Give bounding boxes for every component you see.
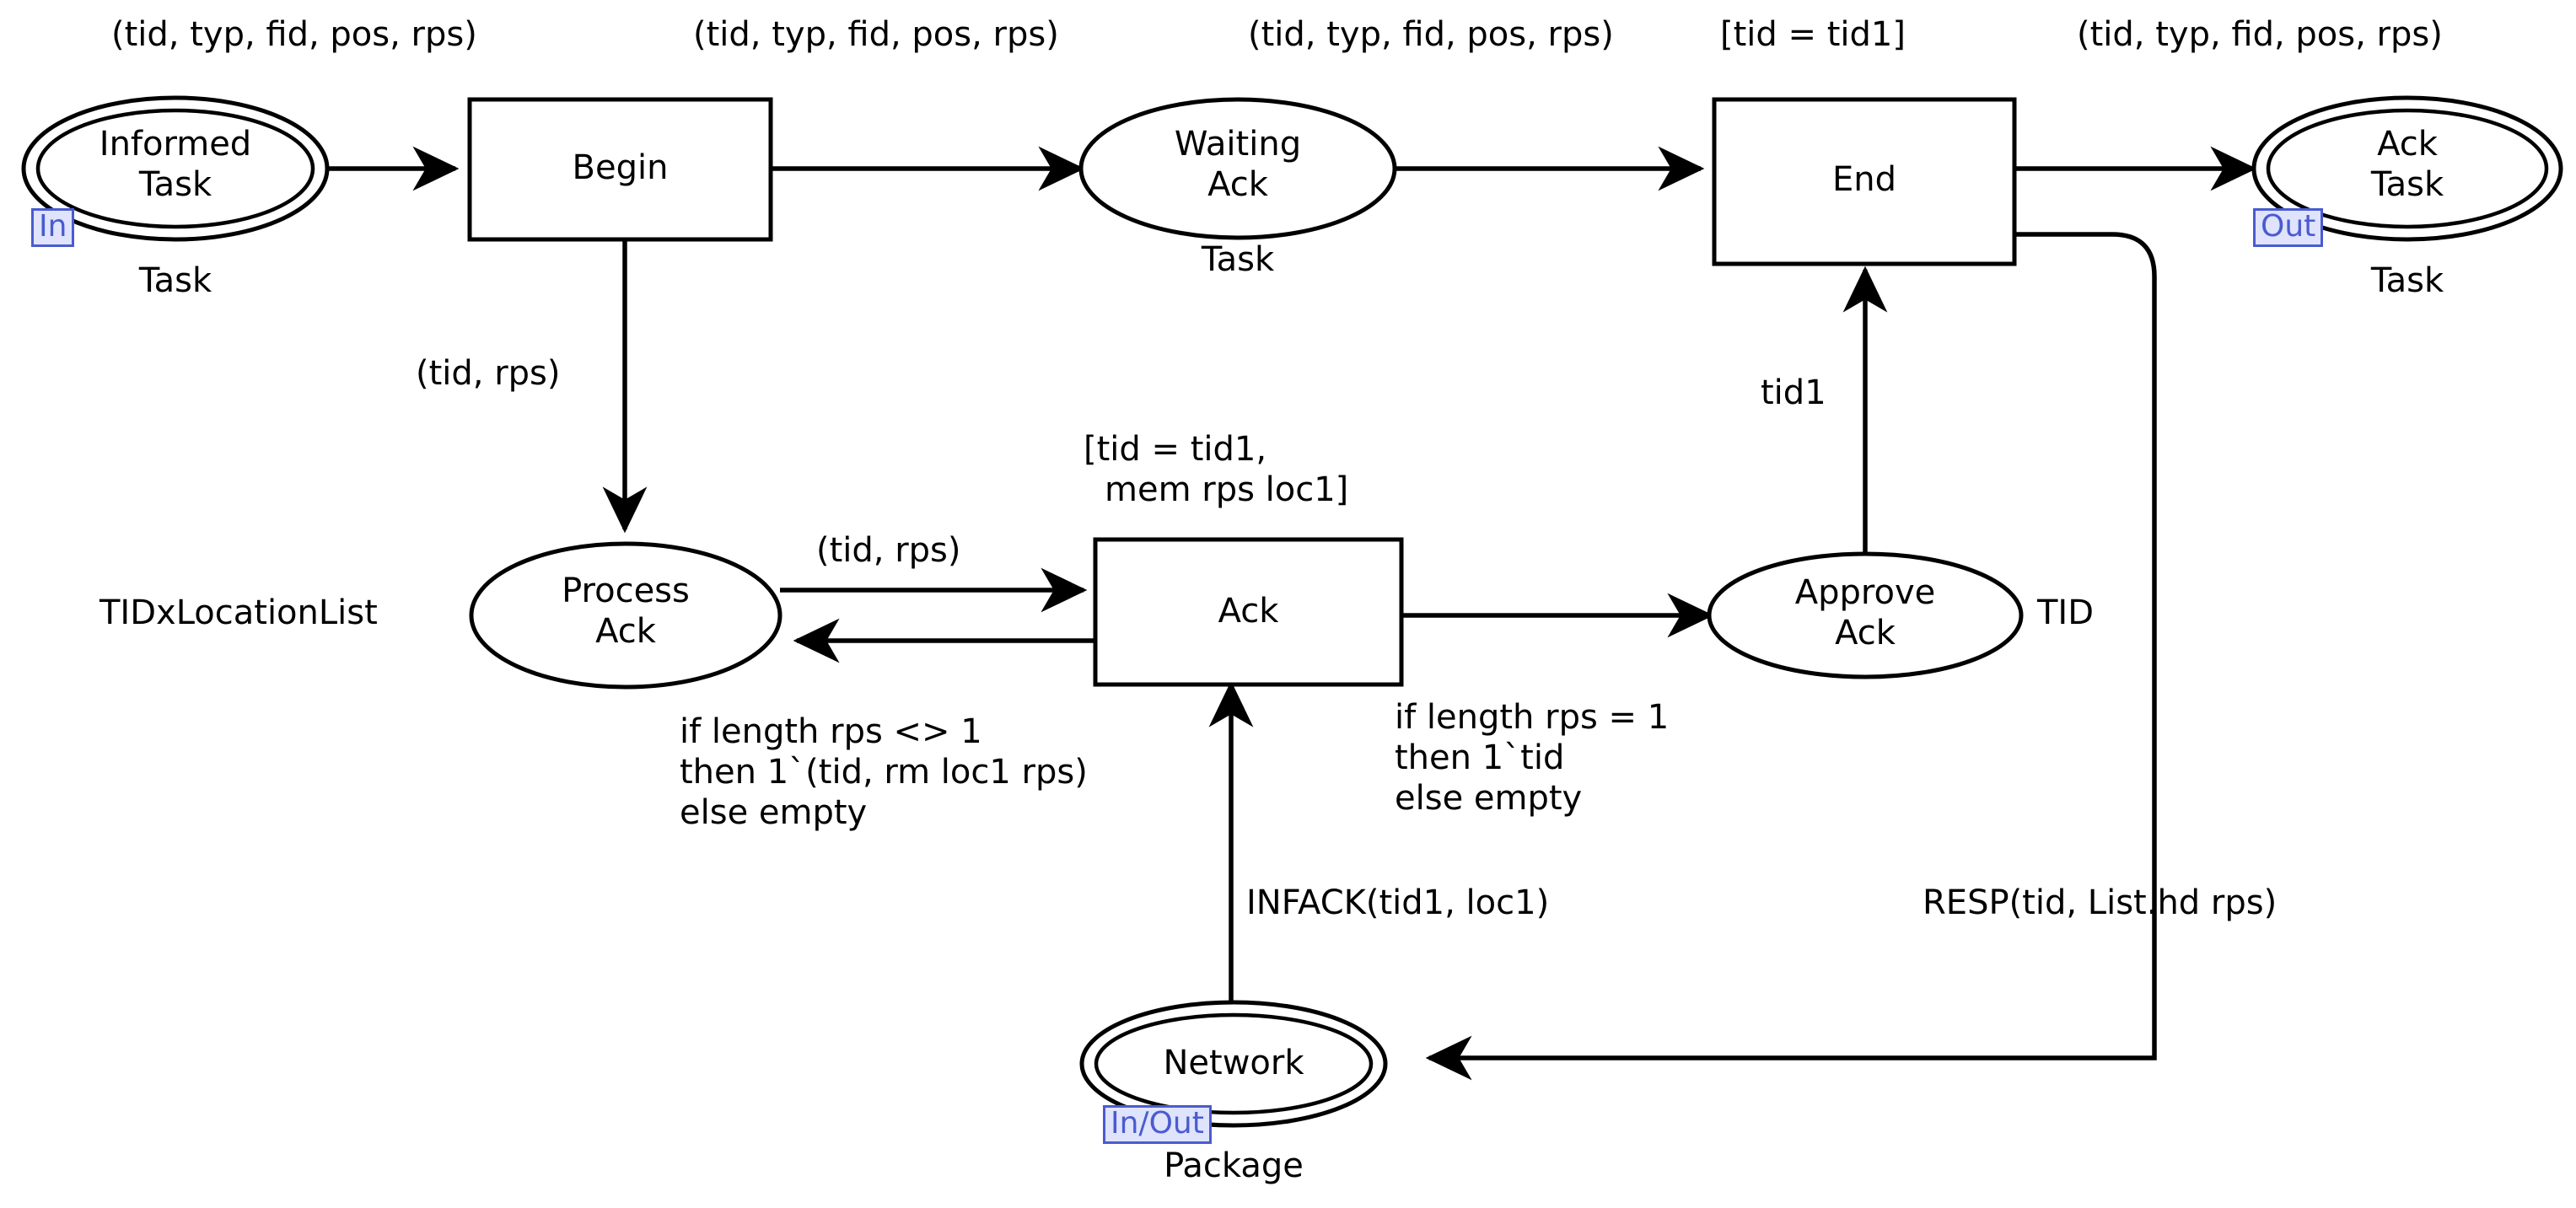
inscription-ack-to-processack-line1: if length rps <> 1 [680,712,982,751]
inscription-ack-to-processack-line2: then 1`(tid, rm loc1 rps) [680,753,1088,792]
place-waiting-ack-label-line1: Waiting [1174,125,1302,164]
inscription-ack-to-approveack-line3: else empty [1395,779,1583,818]
place-approve-ack-label-line2: Ack [1835,614,1896,652]
inscription-end-to-acktask: (tid, typ, fid, pos, rps) [2077,15,2443,54]
colourset-approve-ack: TID [2037,593,2095,632]
guard-ack-line1: [tid = tid1, [1084,430,1267,469]
inscription-informed-to-begin: (tid, typ, fid, pos, rps) [111,15,477,54]
inscription-end-to-network: RESP(tid, List.hd rps) [1923,883,2278,922]
place-process-ack-label-line2: Ack [595,612,656,651]
place-ack-task-label-line1: Ack [2377,125,2438,164]
place-process-ack[interactable] [469,541,782,690]
transition-ack-label: Ack [1218,592,1279,631]
place-approve-ack[interactable] [1707,551,2024,679]
inscription-begin-to-processack: (tid, rps) [416,354,561,393]
place-informed-task[interactable] [21,95,330,242]
arc-end-to-network [1425,232,2157,1081]
place-waiting-ack[interactable] [1078,97,1397,240]
guard-ack-line2: mem rps loc1] [1105,470,1349,509]
port-tag-inout[interactable]: In/Out [1103,1105,1212,1144]
colourset-informed-task: Task [138,261,212,300]
transition-end[interactable] [1712,97,2017,266]
place-approve-ack-label-line1: Approve [1794,573,1936,612]
colourset-ack-task: Task [2370,261,2444,300]
transition-begin[interactable] [467,97,773,242]
place-waiting-ack-label-line2: Ack [1207,165,1268,204]
port-tag-in[interactable]: In [31,208,75,247]
place-network-label: Network [1163,1044,1304,1082]
inscription-waiting-to-end: (tid, typ, fid, pos, rps) [1248,15,1614,54]
port-tag-out[interactable]: Out [2253,208,2324,247]
transition-begin-label: Begin [572,148,669,187]
colourset-network: Package [1164,1146,1304,1185]
inscription-ack-to-processack-line3: else empty [680,793,868,832]
place-ack-task[interactable] [2251,95,2563,242]
transition-end-label: End [1831,160,1896,199]
place-informed-task-label-line1: Informed [99,125,252,164]
place-network[interactable] [1079,1000,1388,1128]
place-informed-task-label-line2: Task [138,165,212,204]
inscription-network-to-ack: INFACK(tid1, loc1) [1246,883,1550,922]
colourset-waiting-ack: Task [1201,240,1275,279]
place-ack-task-label-line2: Task [2370,165,2444,204]
inscription-ack-to-approveack-line2: then 1`tid [1395,738,1565,777]
inscription-begin-to-waiting: (tid, typ, fid, pos, rps) [693,15,1059,54]
inscription-approveack-to-end: tid1 [1761,373,1826,412]
colourset-process-ack: TIDxLocationList [99,593,378,632]
transition-ack[interactable] [1093,537,1404,687]
guard-end: [tid = tid1] [1720,15,1906,54]
place-process-ack-label-line1: Process [562,572,690,610]
inscription-ack-to-approveack-line1: if length rps = 1 [1395,698,1670,737]
inscription-processack-to-ack: (tid, rps) [816,531,961,570]
